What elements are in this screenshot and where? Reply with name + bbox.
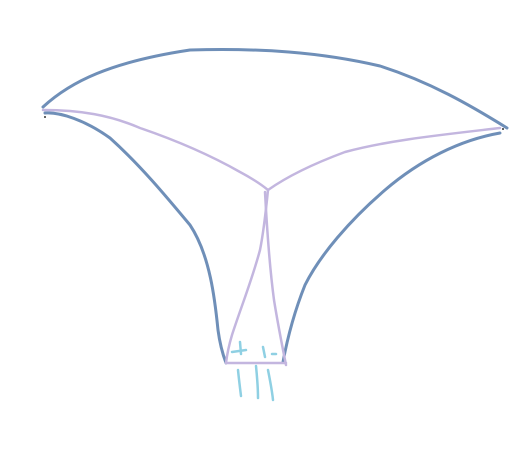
inner-center-left-line: [224, 188, 270, 365]
speck-left: [44, 116, 46, 118]
water-stream-2: [254, 364, 260, 400]
funnel-top-rim-curve: [41, 48, 509, 130]
inner-left-fold-line: [41, 108, 270, 192]
funnel-left-side-curve: [43, 111, 228, 365]
water-stream-3: [266, 368, 275, 402]
speck-right: [502, 128, 504, 130]
water-stream-1: [236, 368, 243, 398]
inner-right-fold-line: [266, 126, 502, 192]
water-drip-mark-1: [230, 340, 248, 356]
funnel-right-side-curve: [281, 131, 502, 364]
water-drip-mark-2: [261, 345, 267, 359]
inner-center-right-line: [263, 190, 288, 367]
